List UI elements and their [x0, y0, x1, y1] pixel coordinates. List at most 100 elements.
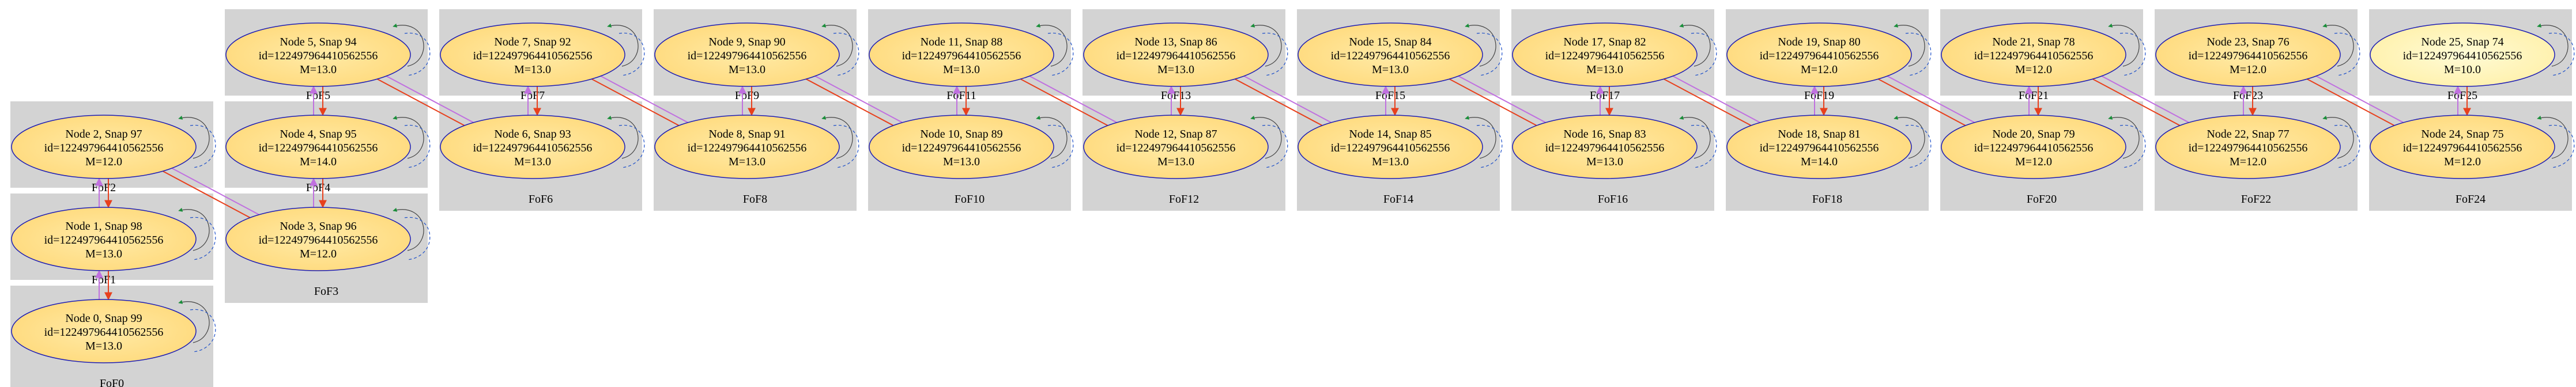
halo-node[interactable]: Node 2, Snap 97id=122497964410562556M=12… — [11, 115, 216, 179]
node-title: Node 6, Snap 93 — [494, 128, 571, 141]
node-mass: M=13.0 — [1372, 155, 1409, 168]
node-title: Node 2, Snap 97 — [65, 128, 142, 141]
cluster-label: FoF21 — [2019, 89, 2049, 102]
self-loop-edge — [393, 23, 424, 67]
halo-node[interactable]: Node 9, Snap 90id=122497964410562556M=13… — [654, 22, 859, 87]
halo-node[interactable]: Node 5, Snap 94id=122497964410562556M=13… — [225, 22, 431, 87]
self-loop-edge — [1679, 23, 1711, 67]
node-ellipse — [2155, 115, 2341, 179]
self-loop-edge — [2537, 23, 2569, 67]
self-loop-edge — [2108, 23, 2140, 67]
node-title: Node 16, Snap 83 — [1563, 128, 1646, 141]
self-loop-edge — [1465, 115, 1496, 159]
node-id: id=122497964410562556 — [902, 50, 1021, 62]
cluster-label: FoF5 — [306, 89, 330, 102]
self-loop-edge — [1679, 115, 1711, 159]
node-id: id=122497964410562556 — [1974, 50, 2094, 62]
cluster-label: FoF1 — [92, 274, 116, 286]
node-id: id=122497964410562556 — [2189, 50, 2308, 62]
node-ellipse — [225, 115, 411, 179]
node-id: id=122497964410562556 — [1117, 142, 1236, 154]
halo-node[interactable]: Node 14, Snap 85id=122497964410562556M=1… — [1298, 115, 1503, 179]
cluster-label: FoF22 — [2241, 193, 2271, 206]
self-loop-edge — [821, 23, 853, 67]
node-title: Node 1, Snap 98 — [65, 220, 142, 233]
node-id: id=122497964410562556 — [1331, 142, 1450, 154]
node-ellipse — [11, 115, 197, 179]
halo-node[interactable]: Node 12, Snap 87id=122497964410562556M=1… — [1083, 115, 1288, 179]
halo-node[interactable]: Node 22, Snap 77id=122497964410562556M=1… — [2155, 115, 2360, 179]
node-title: Node 3, Snap 96 — [280, 220, 356, 233]
node-ellipse — [654, 115, 840, 179]
halo-node[interactable]: Node 1, Snap 98id=122497964410562556M=13… — [11, 207, 216, 271]
cluster-label: FoF11 — [946, 89, 976, 102]
node-title: Node 20, Snap 79 — [1992, 128, 2075, 141]
node-ellipse — [1941, 115, 2126, 179]
cluster-label: FoF6 — [529, 193, 553, 206]
node-mass: M=12.0 — [2015, 155, 2052, 168]
halo-node[interactable]: Node 18, Snap 81id=122497964410562556M=1… — [1726, 115, 1932, 179]
halo-node[interactable]: Node 15, Snap 84id=122497964410562556M=1… — [1298, 22, 1503, 87]
node-id: id=122497964410562556 — [1117, 50, 1236, 62]
halo-node[interactable]: Node 21, Snap 78 id=122497964410562556M=1… — [1941, 22, 2146, 87]
halo-node[interactable]: Node 23, Snap 76id=122497964410562556M=1… — [2155, 22, 2360, 87]
halo-node[interactable]: Node 13, Snap 86id=122497964410562556M=1… — [1083, 22, 1288, 87]
node-id: id=122497964410562556 — [1974, 142, 2094, 154]
cluster-label: FoF9 — [735, 89, 759, 102]
cluster-label: FoF20 — [2027, 193, 2057, 206]
halo-node[interactable]: Node 0, Snap 99id=122497964410562556M=13… — [11, 299, 216, 363]
cluster-label: FoF7 — [521, 89, 545, 102]
self-loop-edge — [1250, 115, 1282, 159]
cluster-label: FoF12 — [1169, 193, 1199, 206]
halo-node[interactable]: Node 17, Snap 82id=122497964410562556M=1… — [1512, 22, 1717, 87]
halo-node[interactable]: Node 11, Snap 88id=122497964410562556M=1… — [869, 22, 1074, 87]
node-ellipse — [869, 115, 1054, 179]
halo-node[interactable]: Node 6, Snap 93id=122497964410562556M=13… — [440, 115, 645, 179]
halo-node[interactable]: Node 25, Snap 74id=122497964410562556M=1… — [2370, 22, 2575, 87]
node-ellipse — [1298, 22, 1483, 87]
node-ellipse — [1083, 22, 1269, 87]
halo-node[interactable]: Node 20, Snap 79id=122497964410562556M=1… — [1941, 115, 2146, 179]
self-loop-edge — [2108, 115, 2140, 159]
cluster-label: FoF17 — [1590, 89, 1620, 102]
cluster-label: FoF14 — [1383, 193, 1413, 206]
node-mass: M=13.0 — [1372, 63, 1409, 76]
node-title: Node 19, Snap 80 — [1778, 36, 1860, 48]
halo-node[interactable]: Node 10, Snap 89id=122497964410562556M=1… — [869, 115, 1074, 179]
node-ellipse — [440, 115, 625, 179]
node-title: Node 25, Snap 74 — [2421, 36, 2503, 48]
node-title: Node 10, Snap 89 — [920, 128, 1002, 141]
node-mass: M=13.0 — [729, 155, 765, 168]
node-mass: M=12.0 — [2230, 63, 2266, 76]
halo-node[interactable]: Node 7, Snap 92id=122497964410562556M=13… — [440, 22, 645, 87]
self-loop-edge — [1250, 23, 1282, 67]
cluster-label: FoF24 — [2456, 193, 2486, 206]
self-loop-edge — [1894, 115, 1925, 159]
cluster-label: FoF23 — [2233, 89, 2263, 102]
node-title: Node 13, Snap 86 — [1134, 36, 1217, 48]
node-mass: M=13.0 — [85, 340, 122, 352]
node-id: id=122497964410562556 — [1545, 50, 1665, 62]
node-ellipse — [2155, 22, 2341, 87]
halo-node[interactable]: Node 16, Snap 83id=122497964410562556M=1… — [1512, 115, 1717, 179]
node-id: id=122497964410562556 — [259, 142, 378, 154]
halo-node[interactable]: Node 4, Snap 95id=122497964410562556M=14… — [225, 115, 431, 179]
node-title: Node 18, Snap 81 — [1778, 128, 1860, 141]
halo-node[interactable]: Node 3, Snap 96id=122497964410562556M=12… — [225, 207, 431, 271]
halo-node[interactable]: Node 24, Snap 75id=122497964410562556M=1… — [2370, 115, 2575, 179]
node-title: Node 12, Snap 87 — [1134, 128, 1217, 141]
node-mass: M=13.0 — [1586, 155, 1623, 168]
node-mass: M=12.0 — [300, 248, 337, 260]
node-ellipse — [869, 22, 1054, 87]
node-title: Node 21, Snap 78 — [1992, 36, 2075, 48]
node-title: Node 8, Snap 91 — [708, 128, 785, 141]
node-title: Node 11, Snap 88 — [921, 36, 1003, 48]
nodes-layer: Node 0, Snap 99id=122497964410562556M=13… — [11, 22, 2575, 363]
cluster-label: FoF15 — [1375, 89, 1405, 102]
cluster-label: FoF16 — [1598, 193, 1628, 206]
halo-node[interactable]: Node 19, Snap 80id=122497964410562556M=1… — [1726, 22, 1932, 87]
node-mass: M=12.0 — [2015, 63, 2052, 76]
halo-node[interactable]: Node 8, Snap 91id=122497964410562556M=13… — [654, 115, 859, 179]
node-mass: M=13.0 — [514, 63, 551, 76]
